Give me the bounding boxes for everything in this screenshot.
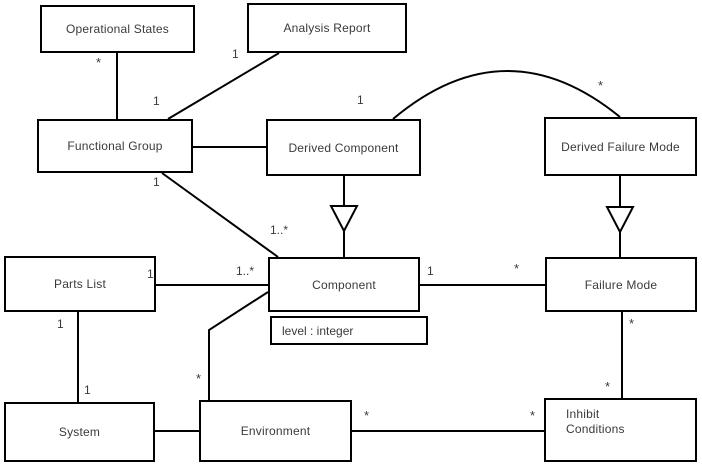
association-functional-group--component [161,172,279,258]
association-analysis-report--functional-group [167,52,280,120]
multiplicity-label-mult-failure-mode-bot-star: * [629,316,635,331]
generalization-arrows [329,176,635,257]
multiplicity-label-mult-component-left-1n: 1..* [236,264,255,278]
class-name-parts-list: Parts List [53,277,106,291]
multiplicity-label-mult-environment-right-star: * [364,408,370,423]
multiplicity-label-mult-parts-list-1: 1 [147,267,154,281]
multiplicity-label-mult-failure-mode-left-star: * [514,261,520,276]
attribute-compartment-component-attributes[interactable]: level : integer [270,316,428,345]
multiplicity-label-mult-component-right-1: 1 [427,264,434,278]
class-box-functional-group[interactable]: Functional Group [37,119,193,173]
class-name-system: System [58,425,101,439]
multiplicity-label-mult-analysis-report-1: 1 [232,47,239,61]
attribute-text-component-attributes: level : integer [282,323,354,338]
class-name-inhibit-conditions: Inhibit Conditions [566,407,625,436]
class-box-derived-component[interactable]: Derived Component [266,119,421,176]
class-name-operational-states: Operational States [66,22,169,36]
generalization-triangle-derived-failure-mode--failure-mode [605,206,635,235]
association-lines [77,52,623,432]
class-name-component: Component [312,277,376,292]
multiplicity-label-mult-derived-component-1: 1 [357,93,364,107]
multiplicity-label-mult-op-states-star: * [96,55,102,70]
class-name-functional-group: Functional Group [67,139,163,153]
multiplicity-label-mult-environment-star: * [196,371,202,386]
multiplicity-label-mult-component-upper-1n: 1..* [270,223,289,237]
class-name-derived-component: Derived Component [288,140,399,155]
class-name-analysis-report: Analysis Report [283,21,371,35]
class-box-system[interactable]: System [4,402,155,462]
class-box-component[interactable]: Component [268,257,420,312]
class-name-environment: Environment [240,424,311,438]
class-name-derived-failure-mode: Derived Failure Mode [561,139,680,154]
multiplicity-label-mult-inhibit-top-star: * [605,379,611,394]
multiplicity-label-mult-functional-group-top-1: 1 [153,94,160,108]
class-box-parts-list[interactable]: Parts List [4,256,156,312]
multiplicity-label-mult-inhibit-left-star: * [530,408,536,423]
multiplicity-label-mult-derived-failure-star: * [598,78,604,93]
class-box-inhibit-conditions[interactable]: Inhibit Conditions [544,398,697,462]
class-box-failure-mode[interactable]: Failure Mode [545,257,697,312]
class-name-failure-mode: Failure Mode [584,277,658,292]
association-component--environment [208,291,269,400]
generalization-triangle-derived-component--component [329,205,359,234]
class-box-derived-failure-mode[interactable]: Derived Failure Mode [544,117,697,176]
class-box-operational-states[interactable]: Operational States [40,5,195,53]
class-box-environment[interactable]: Environment [199,400,352,462]
association-derived-component--derived-failure-mode [392,70,621,120]
class-box-analysis-report[interactable]: Analysis Report [247,3,407,53]
multiplicity-label-mult-system-1: 1 [84,383,91,397]
multiplicity-label-mult-functional-group-bot-1: 1 [153,175,160,189]
multiplicity-label-mult-parts-list-system-1: 1 [57,317,64,331]
